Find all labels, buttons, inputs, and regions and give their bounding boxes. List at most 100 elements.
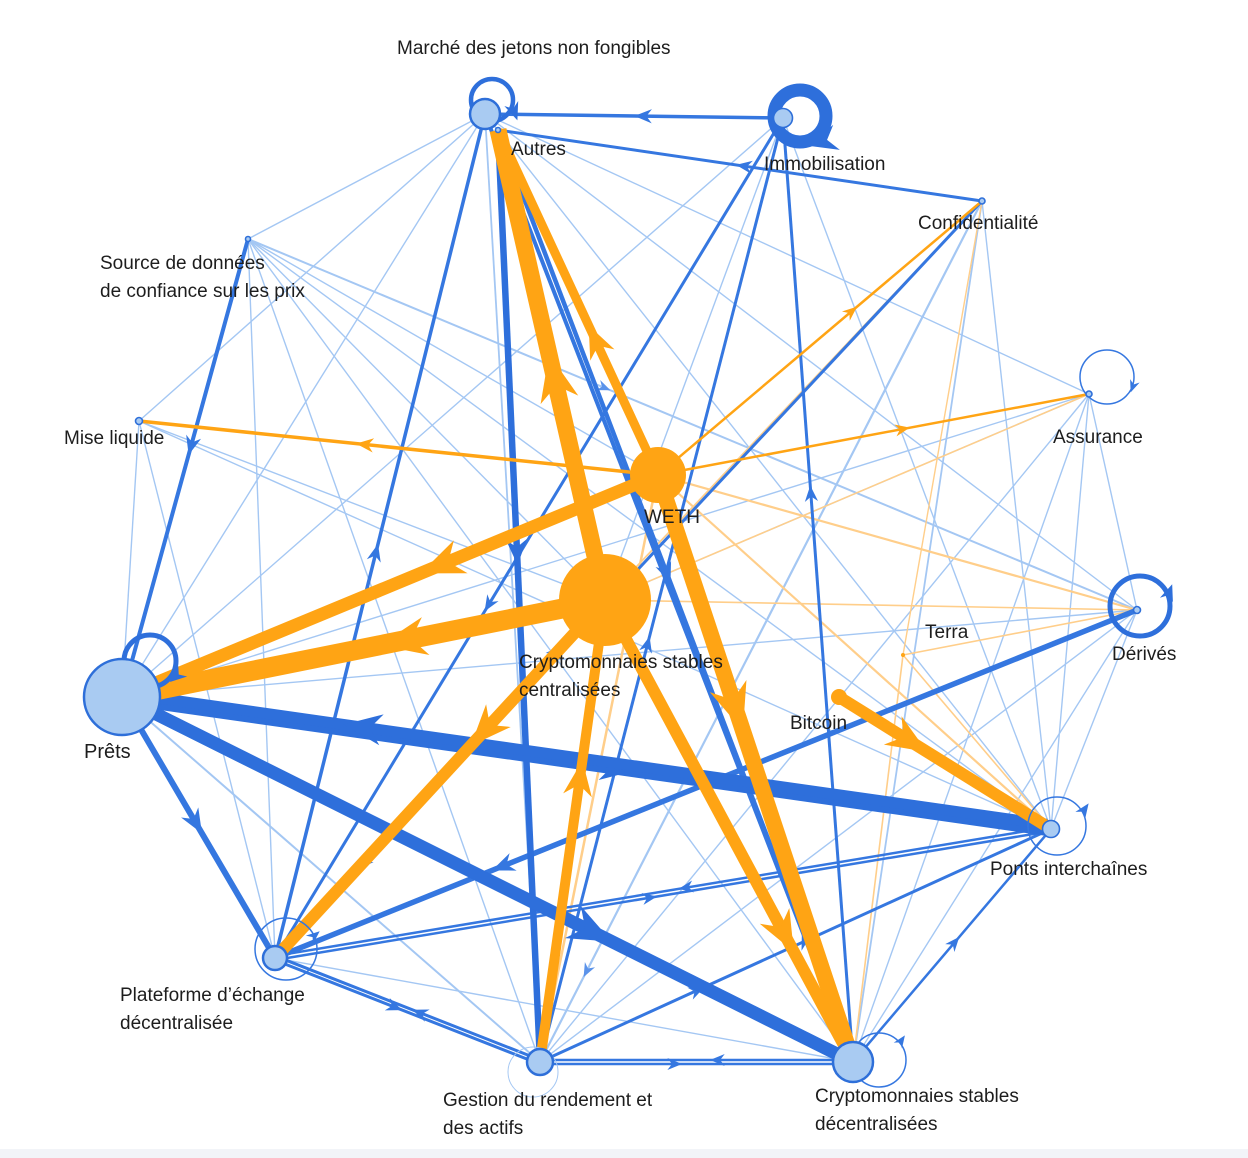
edge-prets-immobilisation [137, 120, 780, 684]
edge-arrow-ponts-dex [678, 880, 695, 893]
edge-terra-ponts [902, 654, 1049, 826]
edge-arrow-central-prets [379, 617, 430, 655]
self-loop-arrow-derives [1159, 584, 1173, 603]
edge-source-derives [247, 238, 1138, 611]
edge-arrow-decentralise-ponts [945, 936, 960, 953]
edge-source-weth [247, 238, 646, 468]
layer-nodes [82, 97, 1142, 1084]
label-nft: Marché des jetons non fongibles [397, 38, 671, 59]
edge-central-derives [630, 599, 1138, 611]
node-source[interactable] [244, 235, 252, 243]
label-mise: Mise liquide [64, 428, 164, 449]
node-bitcoin[interactable] [831, 689, 847, 705]
edge-terra-confidentialite [902, 200, 983, 656]
edge-dex-decentralise [281, 958, 843, 1061]
edge-decentralise-nft [486, 120, 851, 1053]
bottom-strip [0, 1149, 1248, 1158]
node-prets[interactable] [82, 657, 162, 737]
edge-assurance-derives [1088, 393, 1138, 611]
edge-arrow-weth-confidentialite [841, 306, 858, 321]
layer-loops [121, 76, 1173, 1098]
edge-arrow-central-autres [540, 353, 579, 405]
edge-terra-decentralise [853, 654, 904, 1052]
edge-gestion-immobilisation [540, 122, 784, 1056]
node-confidentialite[interactable] [978, 197, 986, 205]
edge-ponts-derives [1052, 609, 1138, 825]
edge-arrow-dex-ponts [641, 892, 658, 905]
edge-arrow-central-decentralise [759, 907, 794, 952]
edge-arrow-confidentialite-gestion [583, 962, 596, 978]
self-loop-derives [1107, 573, 1173, 639]
edge-source-decentralise [247, 238, 848, 1054]
edge-source-nft [247, 117, 479, 240]
node-nft[interactable] [468, 97, 502, 131]
edge-dex-ponts [281, 830, 1047, 961]
node-immobilisation[interactable] [772, 107, 794, 129]
self-loop-arrow-decentralise [893, 1035, 905, 1049]
edge-arrow-dex-nft [366, 544, 381, 563]
edge-arrow-decentralise-gestion [710, 1053, 725, 1067]
label-prets: Prêts [84, 741, 131, 763]
edge-prets-assurance [141, 393, 1090, 692]
label-terra: Terra [925, 622, 969, 643]
node-terra[interactable] [901, 653, 905, 657]
edge-arrow-weth-decentralise [709, 679, 747, 731]
edge-mise-nft [138, 118, 480, 422]
node-autres[interactable] [494, 126, 502, 134]
edge-bitcoin-ponts [839, 694, 1051, 832]
edge-arrow-gestion-immobilisation [639, 636, 652, 654]
layer-bl [122, 116, 1138, 1061]
edge-arrow-weth-prets [420, 540, 468, 574]
layer-labels: Marché des jetons non fongiblesAutresImm… [64, 38, 1176, 1139]
edge-ponts-confidentialite [981, 200, 1052, 825]
edge-decentralise-assurance [856, 393, 1090, 1052]
edge-weth-prets [138, 474, 647, 696]
self-loop-assurance [1079, 349, 1135, 405]
node-assurance[interactable] [1085, 390, 1093, 398]
node-dex[interactable] [261, 944, 289, 972]
edge-assurance-nft [492, 116, 1090, 395]
node-ponts[interactable] [1041, 819, 1061, 839]
edge-immobilisation-central [613, 122, 782, 577]
node-central[interactable] [559, 554, 651, 646]
self-loop-arrow-immobilisation [806, 124, 840, 150]
node-decentralise[interactable] [831, 1040, 875, 1084]
edge-weth-autres [493, 128, 656, 463]
edge-weth-confidentialite [668, 200, 983, 467]
self-loop-arrow-nft [504, 100, 519, 121]
node-mise[interactable] [134, 416, 144, 426]
edge-arrow-decentralise-immobilisation [804, 485, 819, 502]
edge-central-dex [275, 614, 593, 958]
edge-weth-mise [138, 419, 643, 476]
edge-arrow-gestion-central [563, 760, 592, 798]
edge-central-assurance [627, 393, 1090, 591]
edge-prets-decentralise [137, 700, 847, 1063]
node-derives[interactable] [1132, 605, 1142, 615]
node-gestion[interactable] [525, 1047, 555, 1077]
self-loop-arrow-assurance [1130, 379, 1140, 393]
self-loop-ponts [1027, 796, 1087, 856]
edge-mise-central [138, 420, 582, 592]
edge-gestion-central [536, 624, 607, 1056]
label-weth: WETH [644, 507, 700, 528]
edge-ponts-nft [489, 120, 1049, 826]
edge-weth-decentralise [655, 487, 858, 1055]
edge-arrow-prets-decentralise [564, 906, 612, 942]
edge-gestion-derives [545, 609, 1138, 1059]
edge-arrow-gestion-dex [412, 1009, 430, 1022]
edge-central-prets [140, 595, 583, 703]
node-weth[interactable] [630, 447, 686, 503]
edge-terra-derives [902, 609, 1138, 656]
edge-confidentialite-gestion [542, 200, 983, 1057]
edge-arrow-immobilisation-nft [634, 109, 652, 124]
label-derives: Dérivés [1112, 644, 1176, 665]
self-loop-arrow-dex [305, 931, 320, 945]
edge-ponts-immobilisation [784, 122, 1051, 825]
self-loop-arrow-ponts [1075, 803, 1089, 819]
edge-central-decentralise [611, 619, 854, 1056]
edge-arrow-bitcoin-ponts [883, 716, 928, 752]
edge-arrow-autres-gestion [505, 538, 527, 566]
